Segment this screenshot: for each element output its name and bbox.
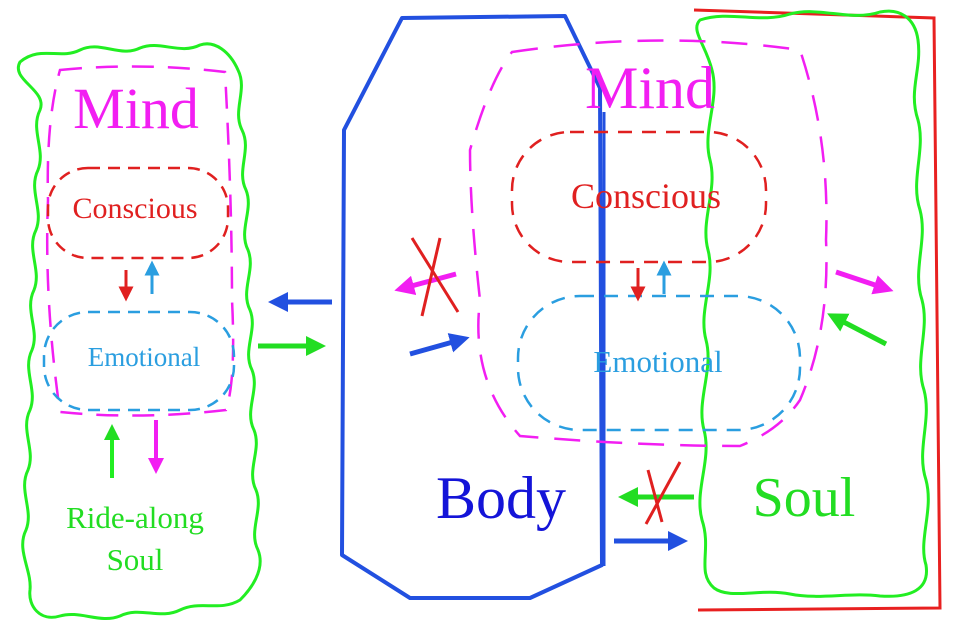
conscious-label: Conscious [571,176,721,216]
block-cross-4 [644,461,682,525]
body-to-mind-arrow [409,333,470,357]
left-emotional-outline [42,310,236,412]
soul-outline [695,9,930,598]
block-cross-1 [410,237,460,313]
body-outline [340,14,604,600]
mind-outline [468,39,828,448]
emotional-label: Emotional [593,344,722,379]
left-soul-outline [16,42,262,621]
left-mind-label: Mind [73,76,199,141]
left-figure: Mind Conscious Emotional Ride-along Soul [16,42,262,621]
soul-frame [693,8,942,612]
soul-label: Soul [753,467,856,529]
block-cross-3 [646,469,664,523]
mind-label: Mind [585,55,715,121]
left-soul-label-line1: Ride-along [66,500,204,535]
emotional-outline [516,294,802,432]
left-conscious-outline [46,166,230,260]
left-emotional-label: Emotional [88,342,200,372]
body-label: Body [436,465,566,531]
left-conscious-label: Conscious [72,192,197,225]
mind-to-soul-arrow [835,269,894,295]
block-cross-2 [420,237,442,317]
left-soul-label-line2: Soul [107,542,164,577]
right-figure: Mind Conscious Emotional Body Soul [340,8,942,612]
soul-to-mind-arrow [827,313,888,347]
